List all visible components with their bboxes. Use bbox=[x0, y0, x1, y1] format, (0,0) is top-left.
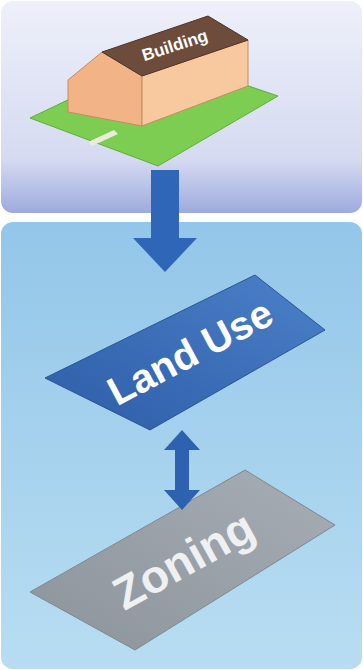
land-use-plane-shape bbox=[45, 275, 325, 430]
block-arrow bbox=[133, 170, 197, 272]
zoning-plane: Zoning bbox=[28, 510, 338, 652]
roof bbox=[102, 16, 248, 76]
sidewalk bbox=[88, 130, 118, 146]
house-illustration-outline bbox=[30, 8, 280, 170]
bottom-panel bbox=[1, 222, 362, 669]
block-arrow bbox=[164, 430, 200, 510]
house-illustration: Building bbox=[30, 8, 280, 170]
top-panel bbox=[1, 1, 362, 213]
land-use-plane: Land Use bbox=[38, 272, 328, 430]
